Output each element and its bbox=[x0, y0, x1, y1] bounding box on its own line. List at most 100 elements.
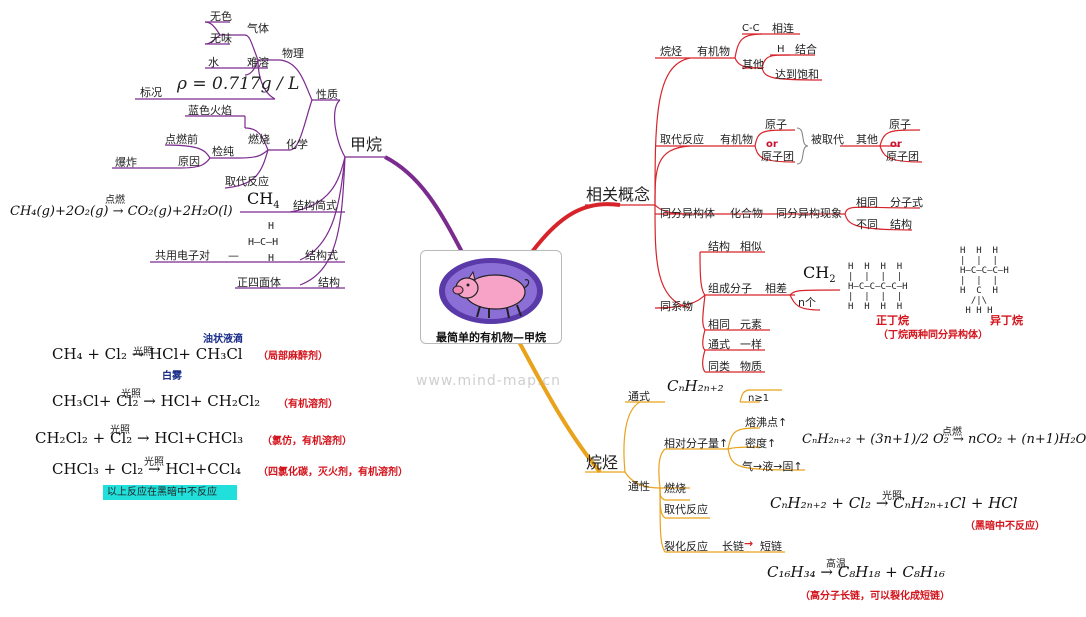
node-tonglei[interactable]: 同类 bbox=[708, 360, 730, 373]
node-changlian[interactable]: 长链 bbox=[722, 540, 744, 553]
node-xiangtong2[interactable]: 相同 bbox=[708, 318, 730, 331]
node-wuli[interactable]: 物理 bbox=[282, 47, 304, 60]
node-wuzhi[interactable]: 物质 bbox=[740, 360, 762, 373]
node-biaokuang[interactable]: 标况 bbox=[140, 86, 162, 99]
r3-cond: 光照 bbox=[110, 425, 130, 436]
node-jiegou[interactable]: 结构 bbox=[318, 276, 340, 289]
node-jiegou2[interactable]: 结构 bbox=[708, 240, 730, 253]
node-ranshao-rb[interactable]: 燃烧 bbox=[664, 482, 686, 495]
node-tingting-main[interactable]: 烷烃 bbox=[586, 453, 619, 472]
node-huahewu[interactable]: 化合物 bbox=[730, 207, 763, 220]
link-xingzhi bbox=[334, 99, 346, 158]
node-jiawan[interactable]: 甲烷 bbox=[350, 135, 383, 154]
r4-note: （四氯化碳，灭火剂，有机溶剂） bbox=[258, 467, 408, 478]
node-xingzhi[interactable]: 性质 bbox=[316, 88, 338, 101]
node-qiyegu[interactable]: 气→液→固↑ bbox=[742, 460, 803, 473]
node-gongyong[interactable]: 共用电子对 bbox=[155, 249, 210, 262]
node-nanrong[interactable]: 难溶 bbox=[247, 56, 269, 69]
node-dianranqian[interactable]: 点燃前 bbox=[165, 133, 198, 146]
rb-subst-cond: 光照 bbox=[882, 491, 902, 502]
node-qiti[interactable]: 气体 bbox=[247, 22, 269, 35]
node-baohe[interactable]: 达到饱和 bbox=[775, 68, 819, 81]
node-yuanzituan2[interactable]: 原子团 bbox=[886, 150, 919, 163]
node-huaxue[interactable]: 化学 bbox=[286, 138, 308, 151]
node-zhengsimianti[interactable]: 正四面体 bbox=[237, 276, 281, 289]
node-butong[interactable]: 不同 bbox=[856, 218, 878, 231]
node-n-ge1[interactable]: n≥1 bbox=[748, 393, 770, 404]
node-tingting[interactable]: 烷烃 bbox=[660, 45, 682, 58]
node-wuwei[interactable]: 无味 bbox=[210, 32, 232, 45]
node-tongxiwu[interactable]: 同系物 bbox=[660, 300, 693, 313]
node-duanlian[interactable]: 短链 bbox=[760, 540, 782, 553]
node-qudaifanying-rb[interactable]: 取代反应 bbox=[664, 503, 708, 516]
node-jianchun[interactable]: 检纯 bbox=[212, 145, 234, 158]
node-tongshi-rb[interactable]: 通式 bbox=[628, 390, 650, 403]
node-xiangcha[interactable]: 相差 bbox=[765, 282, 787, 295]
node-qita[interactable]: 其他 bbox=[742, 58, 764, 71]
link-center-right-bottom bbox=[516, 339, 602, 474]
node-yiyang[interactable]: 一样 bbox=[740, 338, 762, 351]
node-xiangduifenziliang[interactable]: 相对分子量↑ bbox=[664, 437, 729, 450]
node-shui[interactable]: 水 bbox=[208, 56, 219, 69]
node-midu[interactable]: 密度↑ bbox=[745, 437, 777, 450]
iso-butane-structure: H H H| | |H—C—C—C—H| | |H C H /|\ H H H bbox=[960, 246, 1009, 316]
node-xianglian[interactable]: 相连 bbox=[772, 22, 794, 35]
node-xiangtong[interactable]: 相同 bbox=[856, 196, 878, 209]
reaction-1: CH₄ + Cl₂ → HCl+ CH₃Cl bbox=[52, 345, 243, 363]
node-zuchengfenzi[interactable]: 组成分子 bbox=[708, 282, 752, 295]
center-node[interactable]: 最简单的有机物—甲烷 bbox=[420, 250, 562, 344]
density-formula: ρ = 0.717g / L bbox=[177, 74, 300, 94]
alkane-substitution-eq: CₙH₂ₙ₊₂ + Cl₂ → CₙH₂ₙ₊₁Cl + HCl bbox=[770, 494, 1018, 512]
or-2: or bbox=[890, 139, 902, 150]
node-rongfeidian[interactable]: 熔沸点↑ bbox=[745, 416, 788, 429]
r2-note: （有机溶剂） bbox=[278, 399, 338, 410]
crack-arrow-icon: → bbox=[744, 537, 754, 550]
node-h[interactable]: H bbox=[777, 44, 785, 55]
node-ranshao[interactable]: 燃烧 bbox=[248, 133, 270, 146]
ch4-combustion-cond: 点燃 bbox=[105, 195, 125, 206]
rb-crack-cond: 高温 bbox=[826, 559, 846, 570]
node-jiegou-rt[interactable]: 结构 bbox=[890, 218, 912, 231]
node-yuanzi[interactable]: 原子 bbox=[765, 118, 787, 131]
node-tongxing[interactable]: 通性 bbox=[628, 480, 650, 493]
node-wuse[interactable]: 无色 bbox=[210, 10, 232, 23]
iso-butane-caption: 异丁烷 bbox=[990, 314, 1023, 327]
node-qita2[interactable]: 其他 bbox=[856, 133, 878, 146]
node-fenzishi[interactable]: 分子式 bbox=[890, 196, 923, 209]
node-tongfenyigouti[interactable]: 同分异构体 bbox=[660, 207, 715, 220]
r1-note: （局部麻醉剂） bbox=[258, 351, 328, 362]
node-yuanzituan[interactable]: 原子团 bbox=[761, 150, 794, 163]
node-yuanzi2[interactable]: 原子 bbox=[889, 118, 911, 131]
node-jiegoujianshi[interactable]: 结构简式 bbox=[293, 199, 337, 212]
or-1: or bbox=[766, 139, 778, 150]
rb-subst-note: （黑暗中不反应） bbox=[965, 521, 1045, 532]
node-youjiwu[interactable]: 有机物 bbox=[697, 45, 730, 58]
alkane-combustion-eq: CₙH₂ₙ₊₂ + (3n+1)/2 O₂ → nCO₂ + (n+1)H₂O bbox=[802, 432, 1086, 447]
node-youjiwu2[interactable]: 有机物 bbox=[720, 133, 753, 146]
node-beiqudai[interactable]: 被取代 bbox=[811, 133, 844, 146]
node-qudai[interactable]: 取代反应 bbox=[225, 175, 269, 188]
node-nge[interactable]: n个 bbox=[798, 296, 816, 309]
rb-combustion-cond: 点燃 bbox=[942, 427, 962, 438]
node-baozha[interactable]: 爆炸 bbox=[115, 156, 137, 169]
rb-crack-note: （高分子长链，可以裂化成短链） bbox=[800, 591, 950, 602]
alkane-general-formula: CₙH₂ₙ₊₂ bbox=[667, 377, 724, 395]
r1-above: 油状液滴 bbox=[203, 334, 243, 345]
node-jiegoushi[interactable]: 结构式 bbox=[305, 249, 338, 262]
r4-cond: 光照 bbox=[144, 457, 164, 468]
node-liehuafanying[interactable]: 裂化反应 bbox=[664, 540, 708, 553]
node-yuanyin[interactable]: 原因 bbox=[178, 155, 200, 168]
node-cc[interactable]: C-C bbox=[742, 23, 760, 34]
node-qudaifanying[interactable]: 取代反应 bbox=[660, 133, 704, 146]
node-xiangsi[interactable]: 相似 bbox=[740, 240, 762, 253]
node-tongshi[interactable]: 通式 bbox=[708, 338, 730, 351]
node-tongfenxianxiang[interactable]: 同分异构现象 bbox=[776, 207, 842, 220]
link-center-left bbox=[384, 155, 464, 253]
node-jiehe[interactable]: 结合 bbox=[795, 43, 817, 56]
node-yuansu[interactable]: 元素 bbox=[740, 318, 762, 331]
reaction-4: CHCl₃ + Cl₂ → HCl+CCl₄ bbox=[52, 460, 242, 478]
node-xiangguangainian[interactable]: 相关概念 bbox=[586, 185, 651, 204]
node-lanse[interactable]: 蓝色火焰 bbox=[188, 104, 232, 117]
dash-symbol: — bbox=[228, 249, 239, 262]
